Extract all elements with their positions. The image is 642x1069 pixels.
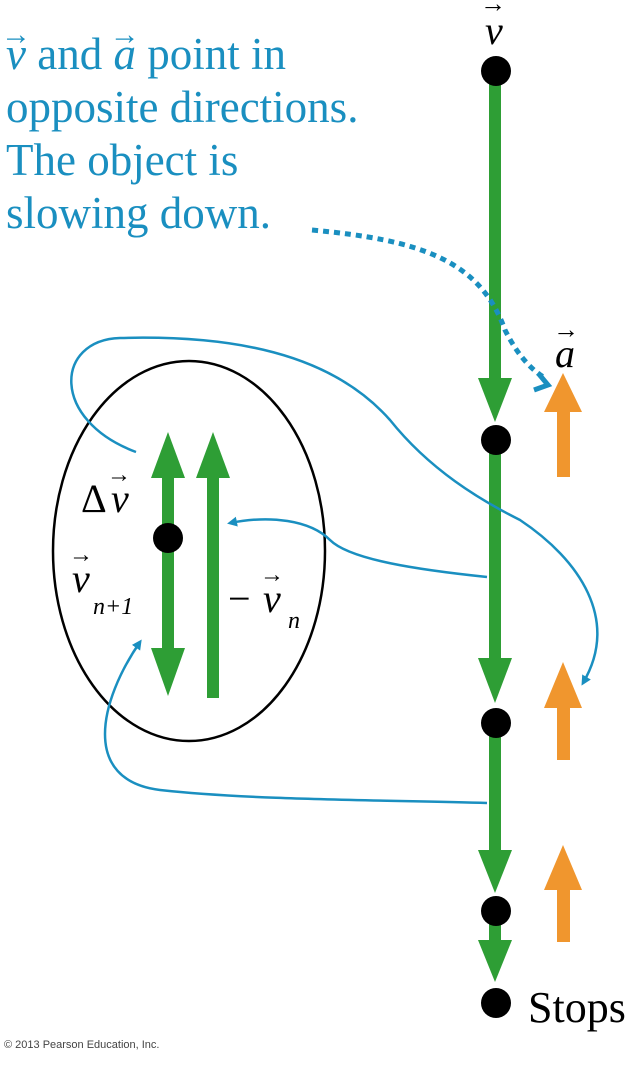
caption-part2: point in	[135, 29, 286, 79]
caption-line3: The object is	[6, 135, 239, 185]
velocity-label-text: v	[485, 8, 503, 53]
connector-acceleration-to-delta	[70, 336, 599, 686]
delta-v-label: Δ → v	[81, 462, 131, 521]
caption-vector-v: v	[6, 28, 26, 81]
acceleration-label: → a	[553, 315, 579, 376]
v-n-subscript: n	[288, 608, 300, 634]
velocity-vector-2	[478, 450, 512, 703]
copyright-notice: © 2013 Pearson Education, Inc.	[4, 1039, 160, 1051]
connector-curves	[70, 336, 599, 805]
svg-text:→: →	[69, 542, 93, 568]
minus-sign: −	[228, 576, 251, 621]
acceleration-vector-2	[544, 662, 582, 760]
v-next-subscript: n+1	[93, 594, 133, 620]
position-dot-stop	[481, 988, 511, 1018]
velocity-label: → v	[480, 0, 506, 53]
inset-dot	[153, 523, 183, 553]
minus-v-n-label: − → v n	[228, 562, 300, 634]
connector-v-next-to-inset	[103, 639, 488, 805]
svg-text:→: →	[553, 315, 579, 344]
caption-vector-a: a	[113, 28, 136, 81]
acceleration-vector-1	[544, 373, 582, 477]
caption-part1: and	[25, 29, 114, 79]
velocity-vector-4	[478, 922, 512, 982]
velocity-vector-1	[478, 84, 512, 422]
acceleration-vector-3	[544, 845, 582, 942]
caption-line2: opposite directions.	[6, 82, 359, 132]
vector-subtraction-ellipse	[51, 359, 327, 743]
delta-v-text: v	[111, 476, 129, 521]
velocity-vector-3	[478, 735, 512, 893]
minus-v-n-vector	[196, 432, 230, 698]
position-dot-4	[481, 896, 511, 926]
acceleration-label-text: a	[555, 331, 575, 376]
callout-arrowhead	[533, 371, 553, 393]
callout-dotted-arrow	[311, 227, 547, 381]
v-next-label: → v n+1	[69, 542, 133, 620]
v-next-text: v	[72, 556, 90, 601]
svg-text:→: →	[260, 562, 284, 588]
acceleration-vectors	[544, 373, 582, 942]
caption-line4: slowing down.	[6, 188, 272, 238]
explanation-caption: v and a point in opposite directions. Th…	[6, 28, 426, 240]
v-n-text: v	[263, 576, 281, 621]
position-dot-2	[481, 425, 511, 455]
delta-symbol: Δ	[81, 476, 107, 521]
v-next-vector	[151, 432, 185, 696]
position-dot-3	[481, 708, 511, 738]
position-dots	[481, 56, 511, 1018]
velocity-vectors	[478, 84, 512, 982]
svg-text:→: →	[480, 0, 506, 18]
connector-v-n-to-minus	[227, 516, 488, 579]
stops-label: Stops	[528, 983, 626, 1032]
svg-text:→: →	[107, 462, 131, 488]
position-dot-1	[481, 56, 511, 86]
